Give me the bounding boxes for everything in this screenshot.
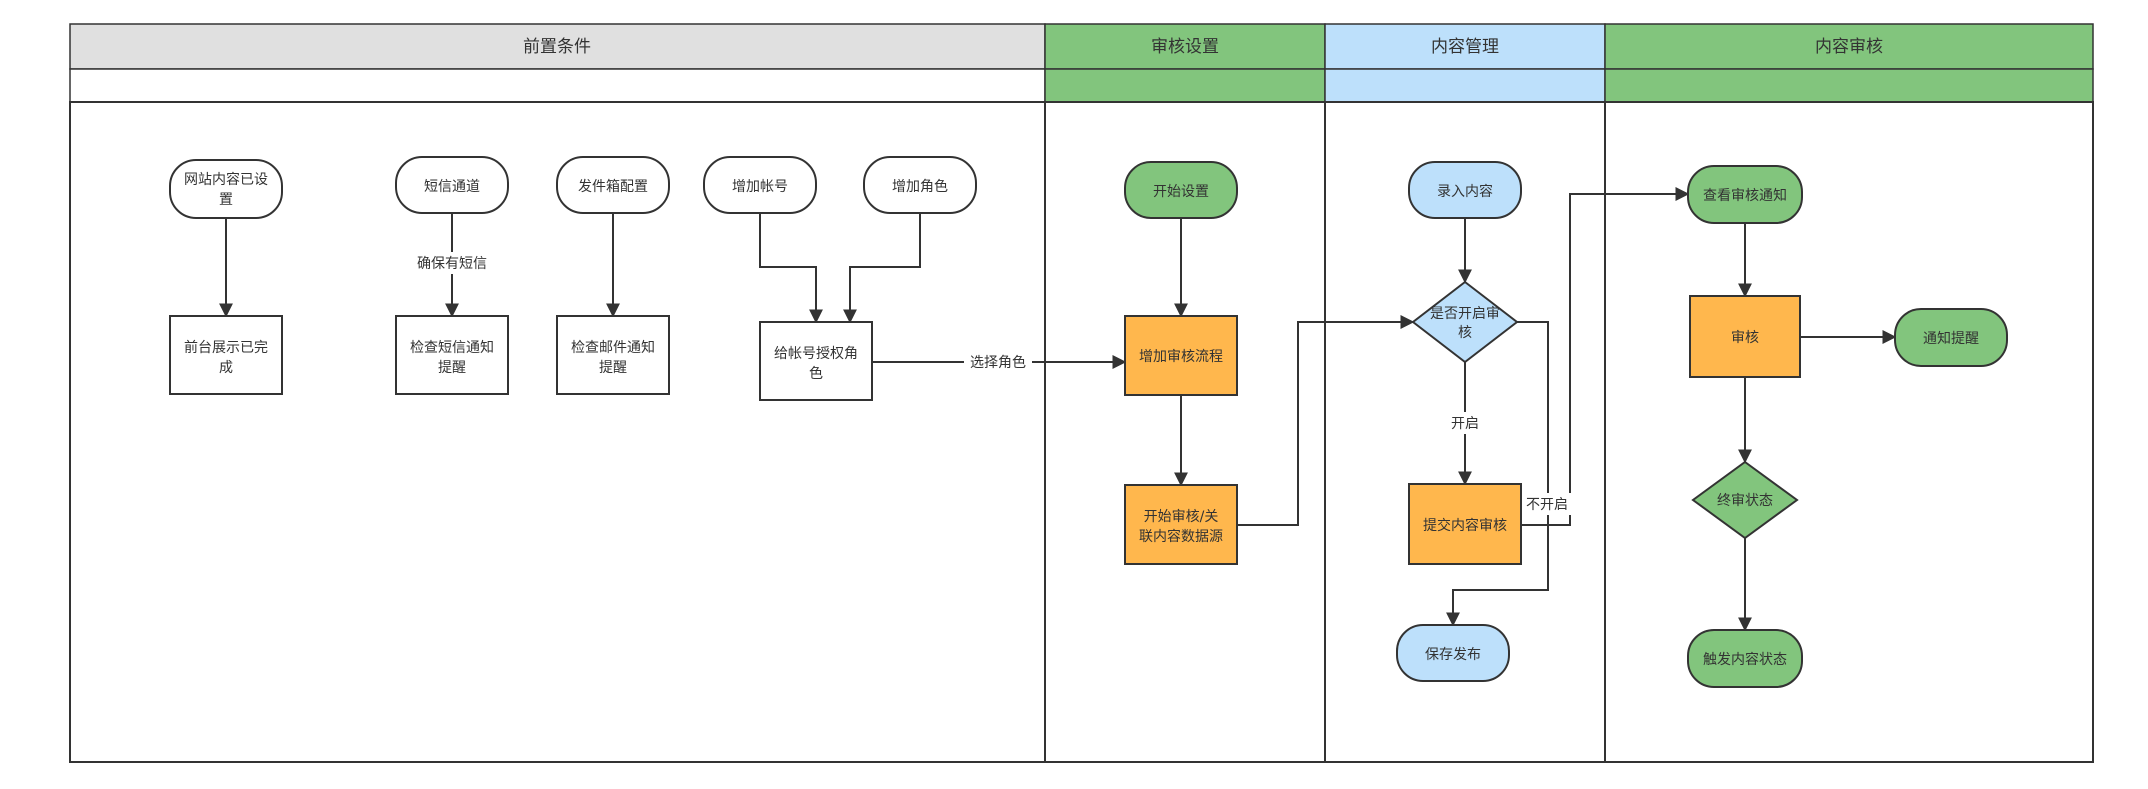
lane-content-review: 内容审核 (1604, 23, 2094, 763)
nodes: 网站内容已设 置 短信通道 发件箱配置 增加帐号 增加角色 前台展示已完 成 检… (169, 156, 2008, 688)
node-check-mail: 检查邮件通知 提醒 (556, 315, 670, 395)
edge-start-review-to-decision (1237, 315, 1415, 526)
node-add-flow-label: 增加审核流程 (1139, 349, 1223, 365)
lane-content-management: 内容管理 (1324, 23, 1606, 763)
node-enter-content: 录入内容 (1408, 161, 1522, 219)
node-is-review-on: 是否开启审 核 (1411, 280, 1519, 364)
node-check-sms-line1: 检查短信通知 (410, 339, 494, 356)
node-notify-label: 通知提醒 (1923, 330, 1979, 347)
node-final-state: 终审状态 (1691, 460, 1799, 540)
edge-account-to-grant (759, 213, 823, 324)
node-notify: 通知提醒 (1894, 308, 2008, 367)
edge-label-ensure-sms: 确保有短信 (417, 256, 487, 272)
node-frontend-done: 前台展示已完 成 (169, 315, 283, 395)
node-check-mail-line1: 检查邮件通知 (571, 339, 655, 356)
edge-submit-to-notice (1521, 187, 1690, 526)
edge-label-on: 开启 (1451, 416, 1479, 432)
lane-review-settings: 审核设置 (1044, 23, 1326, 763)
node-submit-review: 提交内容审核 (1408, 483, 1522, 565)
edge-role-to-grant (843, 213, 921, 324)
node-add-flow: 增加审核流程 (1124, 315, 1238, 396)
node-enter-content-label: 录入内容 (1437, 183, 1493, 200)
lane-title-review-settings: 审核设置 (1151, 37, 1219, 57)
node-outbox-config-label: 发件箱配置 (578, 179, 648, 195)
node-trigger-state-label: 触发内容状态 (1703, 651, 1787, 668)
node-start-review-line1: 开始审核/关 (1144, 509, 1219, 525)
node-add-role-label: 增加角色 (892, 178, 948, 195)
node-is-review-on-line2: 核 (1458, 325, 1472, 341)
node-grant-role-line2: 色 (809, 365, 823, 382)
edge-decision-off (1446, 321, 1549, 627)
node-frontend-done-line1: 前台展示已完 (184, 339, 268, 356)
node-check-mail-line2: 提醒 (599, 360, 627, 376)
node-start-review-line2: 联内容数据源 (1139, 528, 1223, 545)
node-save-publish: 保存发布 (1396, 624, 1510, 682)
node-outbox-config: 发件箱配置 (556, 156, 670, 214)
lane-title-content-review: 内容审核 (1815, 37, 1883, 57)
node-review-label: 审核 (1731, 330, 1759, 346)
node-check-sms-line2: 提醒 (438, 360, 466, 376)
node-view-notice: 查看审核通知 (1687, 165, 1803, 224)
node-add-account: 增加帐号 (703, 156, 817, 214)
node-is-review-on-line1: 是否开启审 (1430, 306, 1500, 322)
node-site-content-line1: 网站内容已设 (184, 171, 268, 188)
node-add-role: 增加角色 (863, 156, 977, 214)
edge-labels: 确保有短信 选择角色 开启 不开启 (412, 252, 1571, 515)
node-frontend-done-line2: 成 (219, 360, 233, 376)
lane-prerequisites: 前置条件 (69, 23, 1046, 763)
lane-title-prerequisites: 前置条件 (523, 37, 591, 57)
node-sms-channel: 短信通道 (395, 156, 509, 214)
edge-label-off: 不开启 (1526, 497, 1568, 513)
node-site-content-line2: 置 (219, 192, 233, 208)
node-final-state-label: 终审状态 (1717, 493, 1773, 509)
node-grant-role: 给帐号授权角 色 (759, 321, 873, 401)
node-start-setting: 开始设置 (1124, 161, 1238, 219)
node-sms-channel-label: 短信通道 (424, 179, 480, 195)
node-check-sms: 检查短信通知 提醒 (395, 315, 509, 395)
node-site-content: 网站内容已设 置 (169, 159, 283, 219)
edge-label-choose-role: 选择角色 (970, 354, 1026, 371)
lane-title-content-management: 内容管理 (1431, 37, 1499, 57)
node-start-review: 开始审核/关 联内容数据源 (1124, 484, 1238, 565)
node-save-publish-label: 保存发布 (1425, 647, 1481, 663)
node-submit-review-label: 提交内容审核 (1423, 517, 1507, 534)
node-add-account-label: 增加帐号 (732, 179, 788, 195)
node-grant-role-line1: 给帐号授权角 (774, 346, 858, 362)
node-start-setting-label: 开始设置 (1153, 184, 1209, 200)
node-view-notice-label: 查看审核通知 (1703, 187, 1787, 204)
node-review: 审核 (1689, 295, 1801, 378)
node-trigger-state: 触发内容状态 (1687, 629, 1803, 688)
